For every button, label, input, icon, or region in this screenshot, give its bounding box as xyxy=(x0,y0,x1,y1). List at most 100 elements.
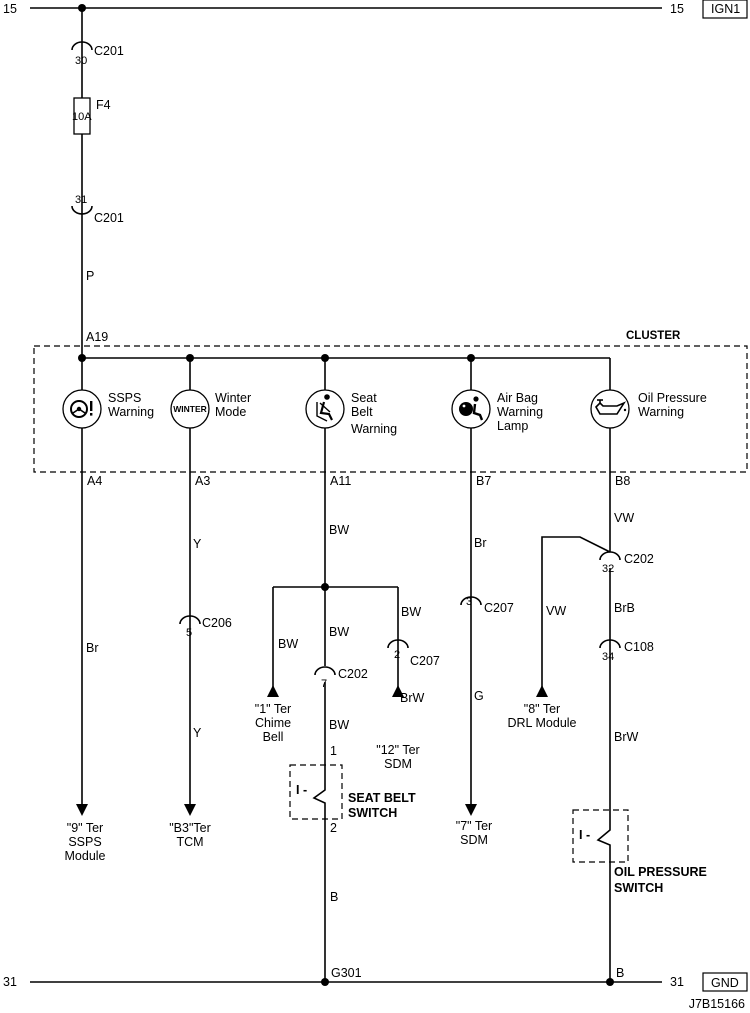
ssps-lamp-circle xyxy=(62,389,102,429)
c202-label-oil: C202 xyxy=(624,552,654,566)
sdm12-dest-1: "12" Ter xyxy=(376,743,419,757)
connector-c201-bottom xyxy=(71,205,93,215)
pin-a3: A3 xyxy=(195,474,210,488)
ssps-icon xyxy=(70,400,93,418)
c201-label-top: C201 xyxy=(94,44,124,58)
seatbelt-label-3: Warning xyxy=(351,422,397,436)
airbag-arrow xyxy=(465,804,477,816)
winter-mode-lamp: WINTER xyxy=(170,389,210,429)
chime-dest-3: Bell xyxy=(263,730,284,744)
seatbelt-wire-top: BW xyxy=(329,523,349,537)
seatbelt-switch-name-1: SEAT BELT xyxy=(348,791,416,805)
oil-wire-mid: BrB xyxy=(614,601,635,615)
splice-dot xyxy=(467,354,475,362)
oil-wire-lower: BrW xyxy=(614,730,639,744)
ssps-label-1: SSPS xyxy=(108,391,141,405)
splice-dot xyxy=(186,354,194,362)
c202-label-seatbelt: C202 xyxy=(338,667,368,681)
rail-15-left: 15 xyxy=(3,2,17,16)
seatbelt-switch-glyph: I - xyxy=(296,783,307,797)
ssps-dest-3: Module xyxy=(65,849,106,863)
seatbelt-switch-contact xyxy=(312,783,326,808)
figure-id: J7B15166 xyxy=(689,997,745,1011)
c201-pin-31: 31 xyxy=(75,194,87,206)
c202-pin-32: 32 xyxy=(602,563,614,575)
c207-pin-2: 2 xyxy=(394,649,400,661)
fuse-rating: 10A xyxy=(72,111,92,123)
rail-31-left: 31 xyxy=(3,975,17,989)
pin-b8: B8 xyxy=(615,474,630,488)
pin-a11: A11 xyxy=(330,474,351,488)
cluster-title: CLUSTER xyxy=(626,330,681,342)
fuse-f4 xyxy=(73,97,91,135)
oil-can-icon xyxy=(595,399,627,415)
winter-wire-lower: Y xyxy=(193,726,202,740)
pin-a19: A19 xyxy=(86,330,108,344)
c201-pin-30: 30 xyxy=(75,55,87,67)
ground-g301: G301 xyxy=(331,966,362,980)
chime-dest-1: "1" Ter xyxy=(255,702,291,716)
splice-dot xyxy=(78,354,86,362)
rail-31-right: 31 xyxy=(670,975,684,989)
ssps-dest-2: SSPS xyxy=(68,835,101,849)
c206-pin: 5 xyxy=(186,627,192,639)
airbag-label-1: Air Bag xyxy=(497,391,538,405)
c207-label-airbag: C207 xyxy=(484,601,514,615)
c201-label-bottom: C201 xyxy=(94,211,124,225)
pin-a4: A4 xyxy=(87,474,102,488)
ssps-dest-1: "9" Ter xyxy=(67,821,103,835)
seat-belt-warning-lamp xyxy=(305,389,345,429)
sdm12-wire-color: BW xyxy=(401,605,421,619)
chime-dest-2: Chime xyxy=(255,716,291,730)
chime-wire-color: BW xyxy=(278,637,298,651)
seatbelt-ground-wire-color: B xyxy=(330,890,338,904)
seatbelt-label-2: Belt xyxy=(351,405,373,419)
connector-c202-seatbelt xyxy=(314,666,336,676)
ign1-box xyxy=(702,0,748,19)
fuse-name: F4 xyxy=(96,98,111,112)
ssps-warning-lamp xyxy=(62,389,102,429)
oil-switch-glyph: I - xyxy=(579,828,590,842)
chime-arrow xyxy=(267,685,279,697)
c108-pin-34: 34 xyxy=(602,651,614,663)
sdm12-dest-2: SDM xyxy=(384,757,412,771)
pin-b7: B7 xyxy=(476,474,491,488)
ssps-wire-color: Br xyxy=(86,641,99,655)
seatbelt-switch-pin-1: 1 xyxy=(330,744,337,758)
seatbelt-switch-box xyxy=(289,764,343,820)
oil-ground-wire-color: B xyxy=(616,966,624,980)
gnd-label: GND xyxy=(711,976,739,990)
airbag-label-2: Warning xyxy=(497,405,543,419)
connector-c108 xyxy=(599,639,621,649)
rail-15-right: 15 xyxy=(670,2,684,16)
seatbelt-wire-mid: BW xyxy=(329,625,349,639)
c206-label: C206 xyxy=(202,616,232,630)
c207-pin-3: 3 xyxy=(466,596,472,608)
drl-wire xyxy=(541,536,611,688)
drl-dest-1: "8" Ter xyxy=(524,702,560,716)
connector-c202-oil xyxy=(599,551,621,561)
seatbelt-switch-name-2: SWITCH xyxy=(348,806,397,820)
wire-color-p: P xyxy=(86,269,94,283)
seatbelt-label-1: Seat xyxy=(351,391,377,405)
oil-pressure-warning-lamp xyxy=(590,389,630,429)
oil-switch-name-1: OIL PRESSURE xyxy=(614,865,707,879)
connector-c206 xyxy=(179,615,201,625)
oil-wire-top: VW xyxy=(614,511,634,525)
airbag-dest-1: "7" Ter xyxy=(456,819,492,833)
ground-splice-dot xyxy=(606,978,614,986)
sdm12-wire-lower: BrW xyxy=(400,691,425,705)
winter-arrow xyxy=(184,804,196,816)
airbag-wire-lower: G xyxy=(474,689,484,703)
air-bag-icon xyxy=(459,396,484,421)
ground-splice-dot xyxy=(321,978,329,986)
air-bag-warning-lamp xyxy=(451,389,491,429)
ign1-label: IGN1 xyxy=(711,2,740,16)
winter-label-2: Mode xyxy=(215,405,246,419)
airbag-dest-2: SDM xyxy=(460,833,488,847)
oil-label-2: Warning xyxy=(638,405,684,419)
c108-label: C108 xyxy=(624,640,654,654)
oil-label-1: Oil Pressure xyxy=(638,391,707,405)
oil-switch-box xyxy=(572,809,629,863)
